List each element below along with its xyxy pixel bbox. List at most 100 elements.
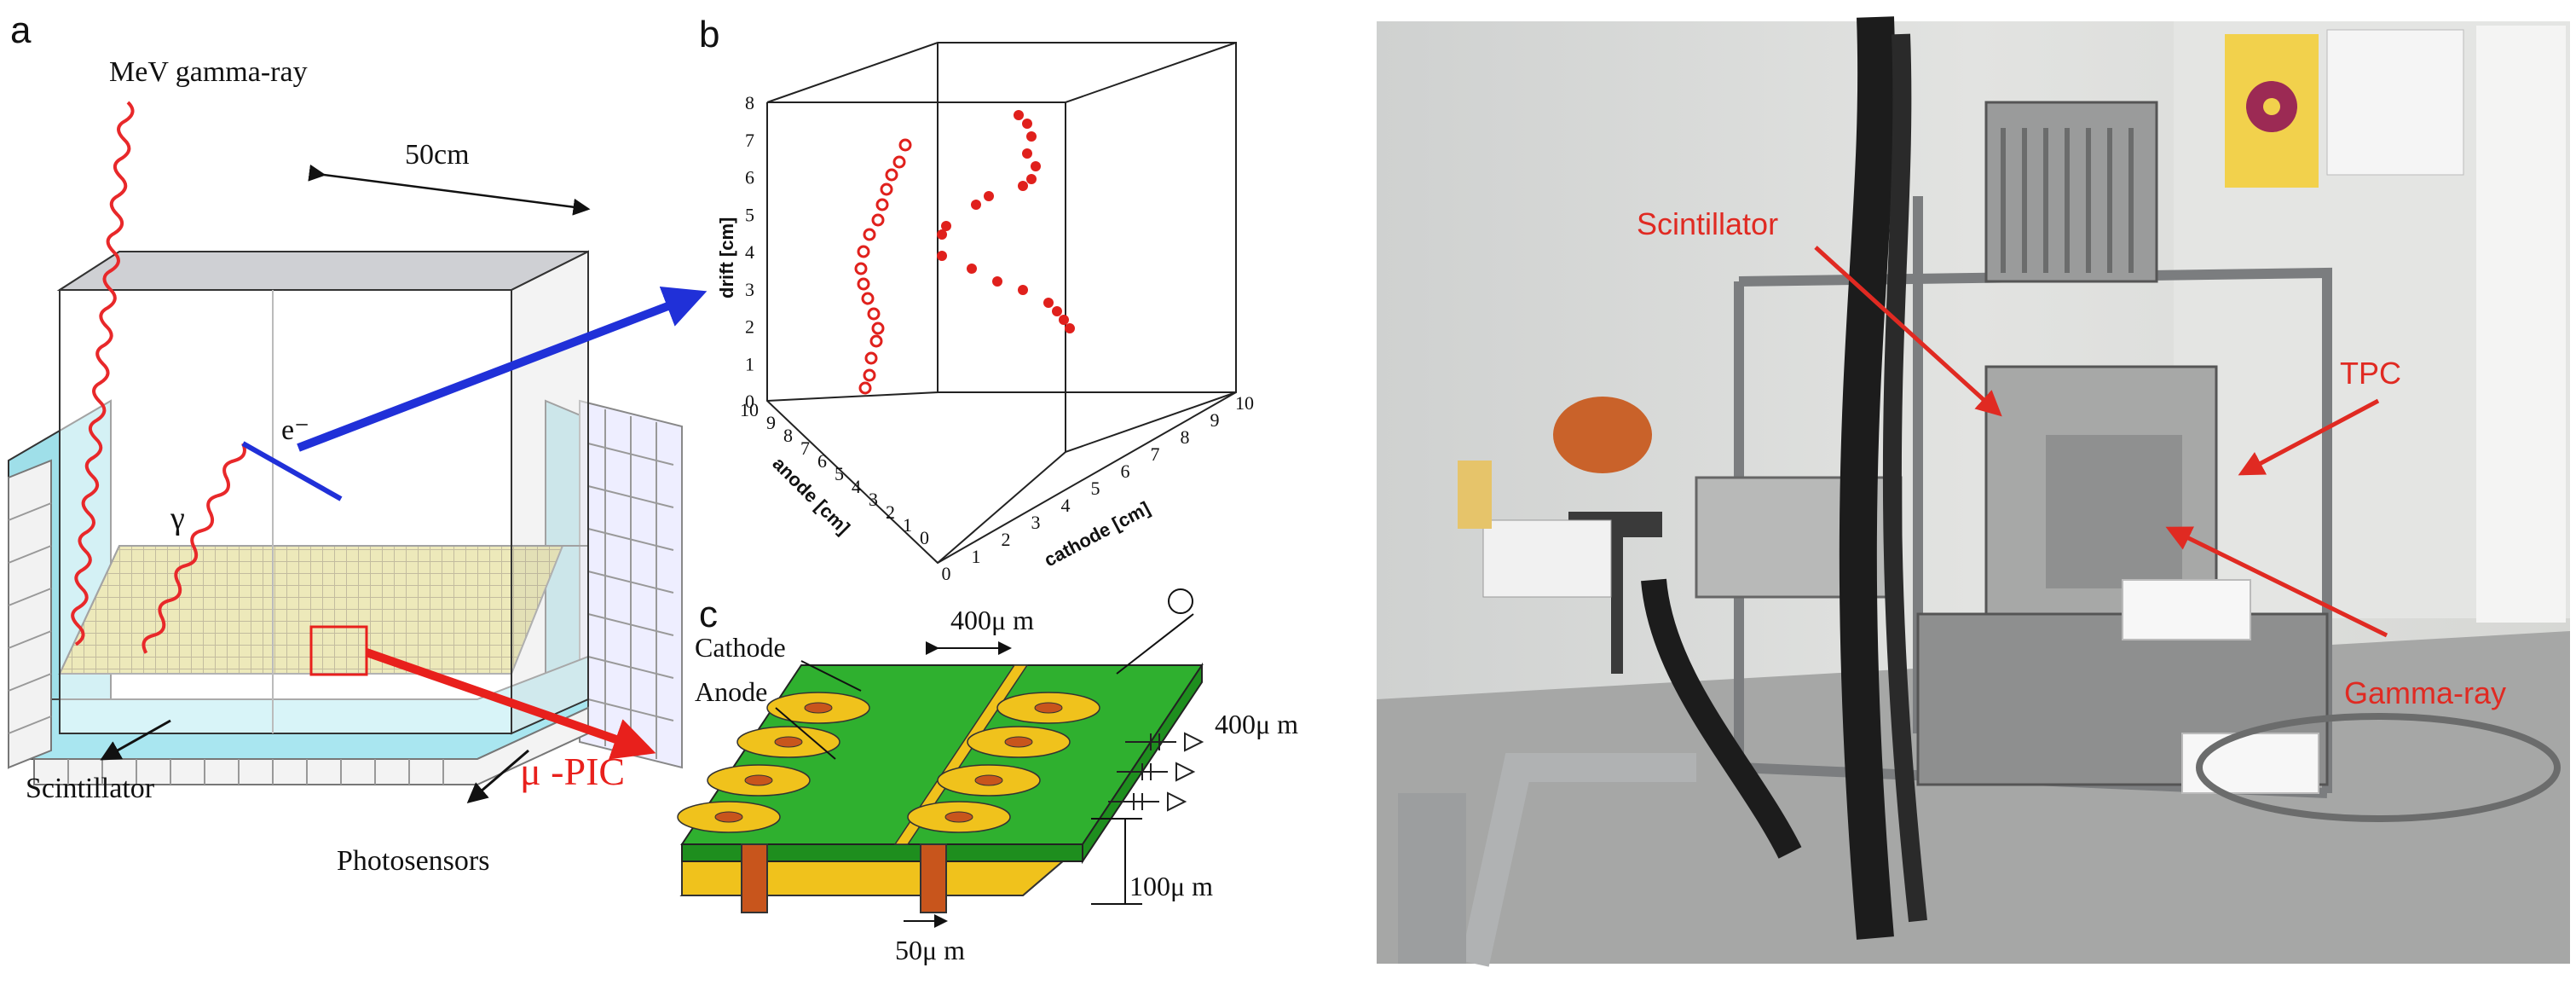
drift-tick-label: 0 — [745, 391, 754, 412]
anode-tick-label: 6 — [817, 450, 827, 472]
scintillator-blocks-left — [8, 459, 52, 769]
anode-tick-label: 4 — [852, 476, 861, 497]
track-point-solid — [1022, 148, 1032, 159]
cathode-tick-label: 8 — [1181, 426, 1190, 448]
track-point-solid — [992, 276, 1002, 287]
anode-tick-label: 7 — [800, 437, 810, 459]
gamma-ray-path — [71, 101, 135, 646]
cathode-tick-label: 10 — [1235, 392, 1254, 414]
scintillator-arrow — [1814, 246, 2002, 417]
track-point-hollow — [871, 322, 885, 335]
track-point-hollow — [880, 183, 893, 196]
panel-b-letter: b — [699, 14, 719, 55]
track-point-solid — [1014, 110, 1024, 120]
drift-axis-label: drift [cm] — [716, 217, 737, 298]
anode-tick-label: 1 — [903, 514, 912, 536]
track-point-hollow — [869, 334, 883, 348]
setup-photo: Scintillator TPC Gamma-ray — [1377, 16, 2570, 967]
track-point-solid — [1059, 315, 1069, 325]
panel-c-letter: c — [699, 594, 718, 635]
track-point-hollow — [892, 155, 906, 169]
track-point-hollow — [867, 307, 881, 321]
track-point-hollow — [875, 198, 889, 211]
track-point-hollow — [857, 245, 870, 258]
anode-label: Anode — [695, 676, 767, 707]
scintillator-blocks-right — [579, 399, 683, 769]
track-point-hollow — [857, 277, 870, 291]
anode-pin — [714, 811, 743, 823]
track-point-hollow — [863, 368, 876, 382]
panel-a-letter: a — [10, 9, 32, 51]
track-point-hollow — [871, 213, 885, 227]
scattered-gamma-path — [142, 443, 246, 654]
gamma-symbol: γ — [170, 501, 185, 536]
cathode-axis-label: cathode [cm] — [1041, 497, 1154, 571]
drift-tick-label: 2 — [745, 316, 754, 338]
track-point-hollow — [861, 292, 875, 305]
scintillator-annotation: Scintillator — [1637, 206, 1778, 241]
track-point-solid — [967, 264, 977, 274]
anode-tick-label: 0 — [920, 527, 929, 548]
track-point-hollow — [885, 168, 898, 182]
drift-tick-label: 6 — [745, 167, 754, 188]
cathode-tick-label: 6 — [1121, 461, 1130, 482]
drift-tick-label: 5 — [745, 204, 754, 225]
electron-label: e⁻ — [281, 414, 309, 446]
cathode-tick-label: 5 — [1091, 478, 1100, 499]
track-point-solid — [1018, 181, 1028, 191]
pitch-label: 400μ m — [950, 605, 1034, 635]
gamma-ray-label: MeV gamma-ray — [109, 56, 308, 88]
panel-a: a — [8, 9, 708, 877]
cathode-tick-label: 4 — [1061, 495, 1071, 516]
cathode-tick-label: 2 — [1002, 529, 1011, 550]
cathode-tick-label: 9 — [1210, 409, 1220, 431]
pixel-pads — [677, 692, 1100, 833]
track-point-hollow — [863, 228, 876, 241]
track-point-hollow — [898, 138, 912, 152]
track-points — [854, 110, 1075, 395]
gamma-annotation: Gamma-ray — [2344, 675, 2506, 710]
anode-tick-label: 5 — [835, 463, 844, 484]
electron-track — [241, 441, 343, 501]
size-label: 50cm — [405, 139, 470, 171]
scintillator-label: Scintillator — [26, 773, 155, 804]
cathode-tick-label: 3 — [1031, 512, 1041, 533]
track-point-hollow — [858, 381, 872, 395]
anode-pin — [944, 811, 973, 823]
track-point-solid — [1052, 306, 1062, 316]
panel-c: c 400μ m Cathode Anode 400μ m 100μ m 50μ… — [677, 588, 1298, 965]
anode-pin — [1004, 736, 1033, 748]
track-point-solid — [941, 221, 951, 231]
cathode-tick-label: 0 — [942, 563, 951, 584]
anode-pin — [1034, 702, 1063, 714]
track-point-solid — [1065, 323, 1075, 333]
drift-tick-label: 1 — [745, 353, 754, 374]
drift-tick-label: 7 — [745, 130, 754, 151]
micro-pic-label: μ -PIC — [520, 750, 625, 793]
track-point-solid — [1026, 131, 1037, 142]
track-point-hollow — [854, 262, 868, 275]
anode-tick-label: 2 — [886, 501, 895, 523]
zoom-box — [309, 625, 368, 676]
anode-tick-label: 9 — [766, 412, 776, 433]
drift-tick-label: 8 — [745, 92, 754, 113]
anode-pin — [804, 702, 833, 714]
track-point-solid — [984, 191, 994, 201]
electron-to-b-arrow — [297, 286, 708, 452]
track-plot-box — [766, 42, 1237, 565]
anode-pin — [774, 736, 803, 748]
track-point-solid — [1026, 174, 1037, 184]
drift-tick-label: 4 — [745, 241, 754, 263]
anode-pin — [974, 774, 1003, 786]
track-point-solid — [971, 200, 981, 210]
track-point-solid — [937, 229, 947, 240]
width-label: 400μ m — [1215, 709, 1298, 739]
track-point-solid — [1043, 298, 1054, 308]
tpc-annotation: TPC — [2340, 356, 2401, 391]
zoom-arrow — [365, 648, 656, 760]
cathode-label: Cathode — [695, 632, 786, 663]
